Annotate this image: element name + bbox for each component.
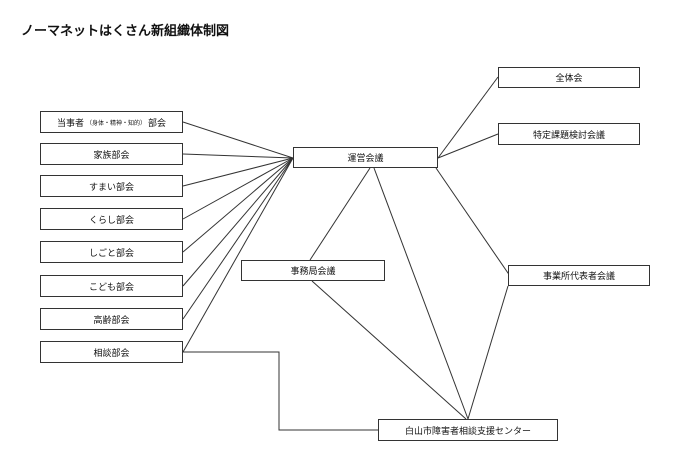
edge-toujisha-unei: [182, 121, 294, 159]
edge-shigoto-unei: [182, 157, 294, 253]
node-kazoku-label: 家族部会: [93, 150, 130, 161]
edge-jimukyoku-center: [311, 280, 467, 420]
edge-unei-tokutei: [437, 133, 499, 159]
node-shigoto-label: しごと部会: [88, 248, 134, 259]
node-center-label: 白山市障害者相談支援センター: [404, 426, 531, 437]
node-toujisha: 当事者 （身体・精神・知的） 部会: [40, 111, 183, 133]
node-kodomo: こども部会: [40, 275, 183, 297]
edge-unei-jigyosho: [435, 167, 511, 277]
node-tokutei: 特定課題検討会議: [498, 123, 640, 145]
node-soudan: 相談部会: [40, 341, 183, 363]
node-koureibu: 高齢部会: [40, 308, 183, 330]
node-zentaikai-label: 全体会: [555, 74, 583, 84]
node-shigoto: しごと部会: [40, 241, 183, 263]
edge-kodomo-unei: [182, 157, 294, 287]
node-koureibu-label: 高齢部会: [93, 315, 130, 326]
node-kurashi-label: くらし部会: [88, 215, 134, 226]
edge-soudan-unei: [182, 157, 294, 353]
node-soudan-label: 相談部会: [93, 348, 130, 359]
edge-sumai-unei: [182, 157, 294, 187]
edge-koureibu-unei: [182, 157, 294, 320]
node-jimukyoku: 事務局会議: [241, 260, 385, 281]
node-zentaikai: 全体会: [498, 67, 640, 88]
node-tokutei-label: 特定課題検討会議: [532, 130, 605, 141]
node-unei: 運営会議: [293, 147, 438, 168]
page-title: ノーマネットはくさん新組織体制図: [21, 24, 230, 39]
edge-unei-center: [373, 167, 469, 420]
edge-jigyosho-center: [467, 285, 509, 420]
edge-unei-jimukyoku: [309, 167, 371, 261]
node-unei-label: 運営会議: [347, 154, 384, 164]
edge-unei-zentaikai: [437, 76, 499, 159]
node-kazoku: 家族部会: [40, 143, 183, 165]
node-center: 白山市障害者相談支援センター: [378, 419, 558, 441]
node-sumai-label: すまい部会: [88, 182, 134, 193]
edge-kurashi-unei: [182, 157, 294, 220]
node-kurashi: くらし部会: [40, 208, 183, 230]
node-toujisha-sub: （身体・精神・知的）: [85, 119, 146, 127]
node-jigyosho-label: 事業所代表者会議: [542, 272, 615, 282]
edge-soudan-center: [183, 351, 378, 431]
node-toujisha-tail: 部会: [148, 118, 167, 129]
node-sumai: すまい部会: [40, 175, 183, 197]
node-kodomo-label: こども部会: [88, 282, 134, 293]
node-jigyosho: 事業所代表者会議: [508, 265, 650, 286]
edge-kazoku-unei: [182, 153, 294, 159]
node-toujisha-main: 当事者: [56, 118, 84, 129]
node-jimukyoku-label: 事務局会議: [290, 267, 336, 277]
